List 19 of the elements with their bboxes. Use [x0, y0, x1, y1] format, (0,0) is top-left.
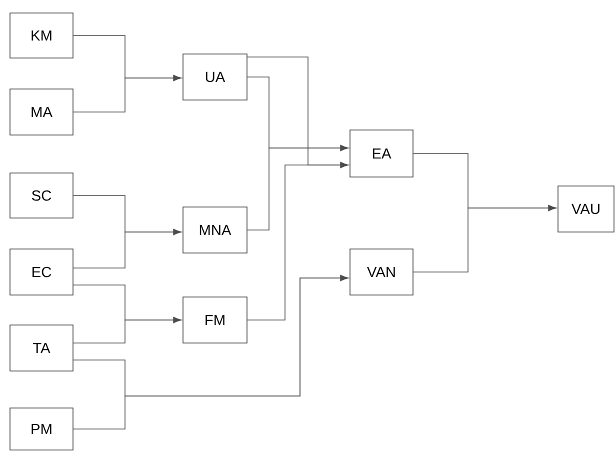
- process-box: PM: [10, 408, 74, 450]
- process-box: EC: [10, 248, 74, 296]
- process-box: SC: [10, 172, 74, 218]
- process-box: MA: [10, 88, 74, 136]
- process-box: MNA: [182, 206, 248, 254]
- process-box: EA: [350, 130, 414, 178]
- arrow: [247, 144, 348, 230]
- arrow: [73, 316, 182, 344]
- arrow: [413, 204, 556, 272]
- process-box: UA: [182, 54, 248, 100]
- arrow: [73, 74, 182, 112]
- process-box: TA: [10, 324, 74, 372]
- arrow: [73, 274, 348, 430]
- arrow: [247, 162, 348, 320]
- process-box: VAU: [558, 186, 614, 232]
- process-box: FM: [182, 296, 248, 344]
- process-box: KM: [10, 12, 74, 58]
- process-box: VAN: [350, 248, 414, 296]
- arrow: [73, 228, 182, 268]
